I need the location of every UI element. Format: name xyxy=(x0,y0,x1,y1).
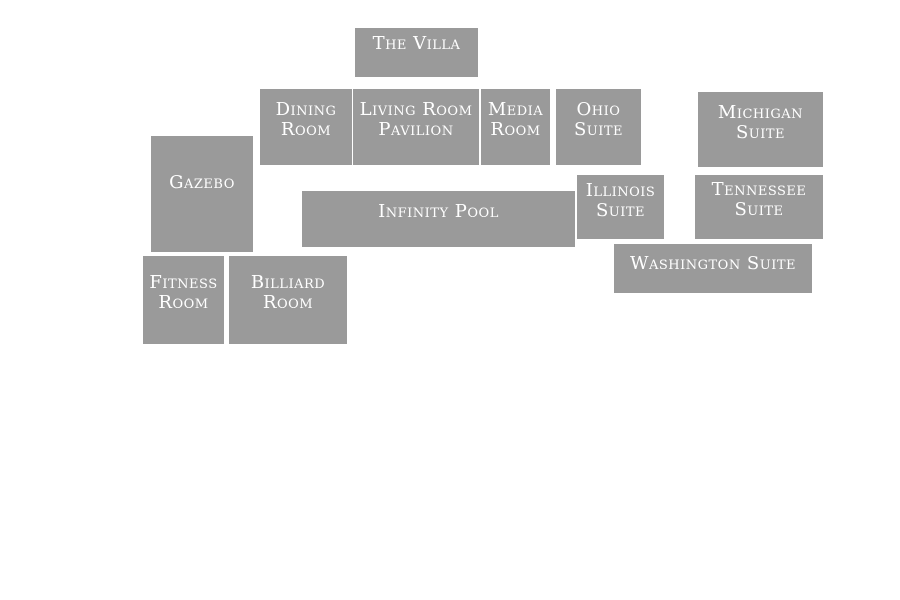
room-label-line: Illinois xyxy=(585,180,656,201)
room-label-line: Suite xyxy=(735,122,786,143)
room-label-line: Media xyxy=(487,99,544,120)
room-label: Tennessee Suite xyxy=(712,180,807,220)
room-dining-room[interactable]: Dining Room xyxy=(260,89,352,165)
room-billiard-room[interactable]: Billiard Room xyxy=(229,256,347,344)
room-label: Gazebo xyxy=(169,173,235,193)
room-label-line: Dining xyxy=(275,99,337,120)
room-label: Illinois Suite xyxy=(586,181,656,221)
room-label: Fitness Room xyxy=(149,273,217,313)
room-label-line: Room xyxy=(280,119,332,140)
room-label-line: Room xyxy=(490,119,541,140)
room-label: Michigan Suite xyxy=(718,103,803,143)
room-label-line: Room xyxy=(158,292,209,313)
room-fitness-room[interactable]: Fitness Room xyxy=(143,256,224,344)
room-label-line: Tennessee xyxy=(711,179,807,200)
room-label: Living Room Pavilion xyxy=(360,100,473,140)
room-michigan-suite[interactable]: Michigan Suite xyxy=(698,92,823,167)
room-label-line: Billiard xyxy=(250,272,326,293)
room-label: Billiard Room xyxy=(251,273,325,313)
room-label-line: Michigan xyxy=(717,102,804,123)
room-label-line: Living Room xyxy=(359,99,473,120)
room-label-line: Suite xyxy=(595,200,646,221)
room-ohio-suite[interactable]: Ohio Suite xyxy=(556,89,641,165)
room-label-line: Gazebo xyxy=(169,172,235,193)
room-the-villa[interactable]: The Villa xyxy=(355,28,478,77)
room-washington-suite[interactable]: Washington Suite xyxy=(614,244,812,293)
room-living-room-pavilion[interactable]: Living Room Pavilion xyxy=(353,89,479,165)
room-label-line: Washington Suite xyxy=(629,253,797,274)
room-label: Media Room xyxy=(488,100,543,140)
room-illinois-suite[interactable]: Illinois Suite xyxy=(577,175,664,239)
room-label: Washington Suite xyxy=(630,254,796,274)
room-label: The Villa xyxy=(373,34,461,54)
room-gazebo[interactable]: Gazebo xyxy=(151,136,253,252)
room-label-line: Suite xyxy=(573,119,624,140)
room-media-room[interactable]: Media Room xyxy=(481,89,550,165)
room-tennessee-suite[interactable]: Tennessee Suite xyxy=(695,175,823,239)
room-label-line: Ohio xyxy=(576,99,621,120)
room-label-line: Pavilion xyxy=(378,119,454,140)
room-label: Dining Room xyxy=(276,100,337,140)
room-label-line: Fitness xyxy=(149,272,218,293)
room-label-line: The Villa xyxy=(372,33,461,54)
room-label-line: Infinity Pool xyxy=(378,201,499,222)
room-label-line: Room xyxy=(262,292,314,313)
room-infinity-pool[interactable]: Infinity Pool xyxy=(302,191,575,247)
room-label-line: Suite xyxy=(734,199,784,220)
room-label: Ohio Suite xyxy=(574,100,623,140)
room-label: Infinity Pool xyxy=(378,202,499,222)
